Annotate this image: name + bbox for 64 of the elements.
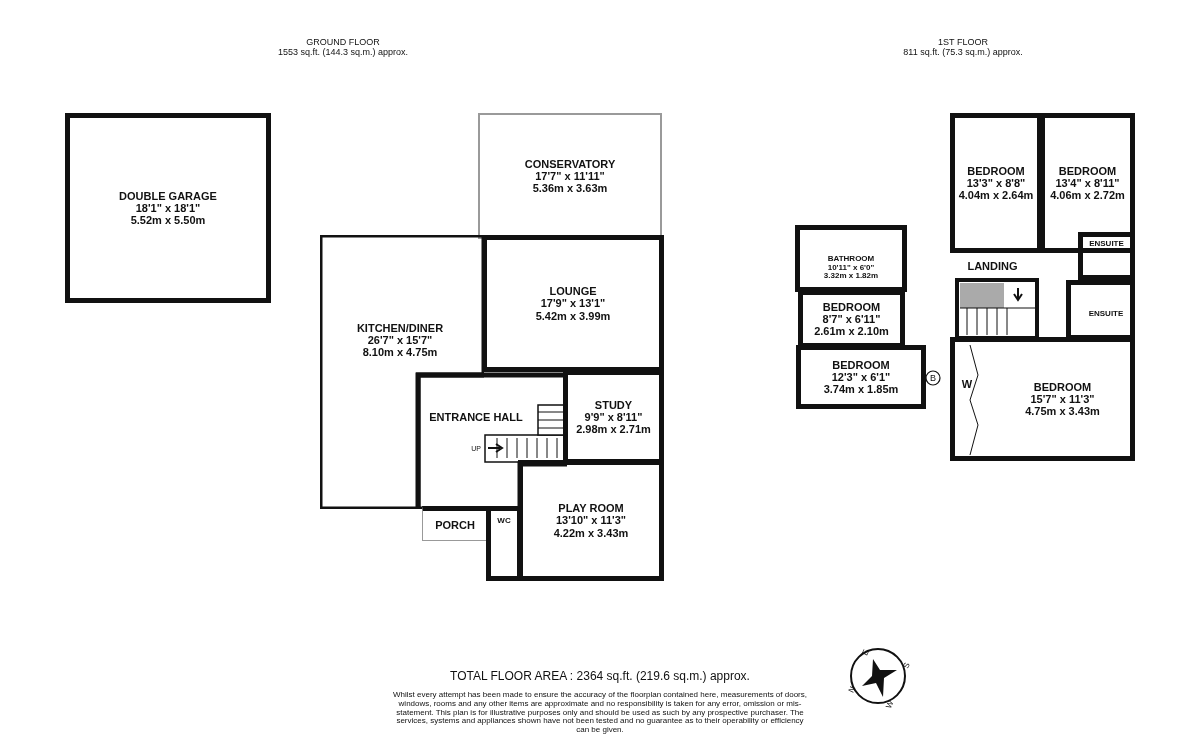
room bbox=[518, 460, 664, 581]
disclaimer-text: Whilst every attempt has been made to ensure the accuracy of the floorplan contained here, measurements of doors, windows, rooms and any other items are approximate and no responsibility is taken for any error, omission or mis-statement. This plan is for illustrative purposes only and should be used as such by any prospective purchaser. The services, systems and appliances shown have not been tested and no guarantee as to their operability or efficiency can be given. bbox=[392, 691, 808, 735]
room-dimensions: 5.42m x 3.99m bbox=[535, 309, 611, 322]
room bbox=[950, 337, 1135, 461]
room-name: LOUNGE bbox=[549, 285, 597, 298]
room bbox=[1078, 232, 1135, 280]
floor-area: 811 sq.ft. (75.3 sq.m.) approx. bbox=[903, 47, 1023, 57]
room bbox=[796, 345, 926, 409]
room-dimensions: 12'3" x 6'1" bbox=[831, 370, 891, 384]
room-dimensions: 2.98m x 2.71m bbox=[576, 423, 651, 436]
floor-area: 1553 sq.ft. (144.3 sq.m.) approx. bbox=[277, 47, 409, 57]
room-dimensions: 8'7" x 6'11" bbox=[822, 312, 881, 326]
room bbox=[1066, 280, 1135, 340]
room-dimensions: 17'9" x 13'1" bbox=[540, 297, 606, 310]
room bbox=[1040, 113, 1135, 253]
room-dimensions: 13'4" x 8'11" bbox=[1055, 176, 1120, 190]
room-dimensions: 10'11" x 6'0" bbox=[827, 263, 875, 273]
room-name: CONSERVATORY bbox=[524, 157, 616, 170]
room-name: ENSUITE bbox=[1088, 309, 1124, 319]
room-name: KITCHEN/DINER bbox=[356, 321, 444, 334]
room-name: BEDROOM bbox=[1058, 164, 1117, 177]
room-dimensions: 26'7" x 15'7" bbox=[367, 333, 433, 347]
room-dimensions: 4.22m x 3.43m bbox=[553, 526, 629, 539]
room-dimensions: 17'7" x 11'11" bbox=[535, 169, 605, 183]
total-floor-area: TOTAL FLOOR AREA : 2364 sq.ft. (219.6 sq.m.) approx. bbox=[450, 669, 750, 683]
room-name: BEDROOM bbox=[822, 300, 881, 313]
room bbox=[65, 113, 271, 303]
room bbox=[482, 235, 664, 372]
room-name: LANDING bbox=[967, 260, 1018, 273]
compass-letter: S bbox=[901, 660, 913, 670]
room-dimensions: 9'9" x 8'11" bbox=[584, 410, 643, 424]
room-name: WC bbox=[497, 516, 511, 526]
room-name: BATHROOM bbox=[827, 254, 875, 264]
room-dimensions: 13'10" x 11'3" bbox=[555, 514, 627, 527]
room-dimensions: 3.32m x 1.82m bbox=[823, 272, 879, 282]
room-name: ENSUITE bbox=[1089, 239, 1124, 249]
room-name: BEDROOM bbox=[1033, 380, 1092, 393]
room bbox=[950, 113, 1042, 253]
room-name: BEDROOM bbox=[967, 164, 1025, 177]
room-dimensions: 2.61m x 2.10m bbox=[814, 325, 889, 338]
room-dimensions: 18'1" x 18'1" bbox=[135, 201, 201, 215]
room bbox=[478, 113, 662, 239]
room-dimensions: 13'3" x 8'8" bbox=[966, 176, 1026, 190]
room-name: BEDROOM bbox=[832, 358, 890, 371]
room-name: PORCH bbox=[435, 519, 475, 532]
room-dimensions: 8.10m x 4.75m bbox=[362, 346, 438, 359]
room-name: ENTRANCE HALL bbox=[429, 410, 523, 424]
room-dimensions: 5.52m x 5.50m bbox=[130, 214, 206, 227]
room-name: PLAY ROOM bbox=[558, 502, 624, 515]
wardrobe-label: W bbox=[961, 378, 973, 390]
room-dimensions: 5.36m x 3.63m bbox=[532, 182, 608, 195]
room bbox=[798, 290, 905, 348]
room-dimensions: 4.75m x 3.43m bbox=[1025, 405, 1100, 418]
floor-title: GROUND FLOOR bbox=[306, 37, 380, 47]
room bbox=[795, 225, 907, 292]
floor-title: 1ST FLOOR bbox=[938, 37, 988, 47]
room-name: STUDY bbox=[594, 398, 633, 411]
room-dimensions: 3.74m x 1.85m bbox=[823, 383, 899, 396]
room-name: DOUBLE GARAGE bbox=[119, 189, 217, 202]
boiler-label: B bbox=[930, 373, 936, 383]
room-dimensions: 4.04m x 2.64m bbox=[958, 189, 1034, 202]
room bbox=[422, 506, 488, 541]
room-dimensions: 15'7" x 11'3" bbox=[1030, 392, 1095, 406]
room-dimensions: 4.06m x 2.72m bbox=[1050, 189, 1125, 202]
